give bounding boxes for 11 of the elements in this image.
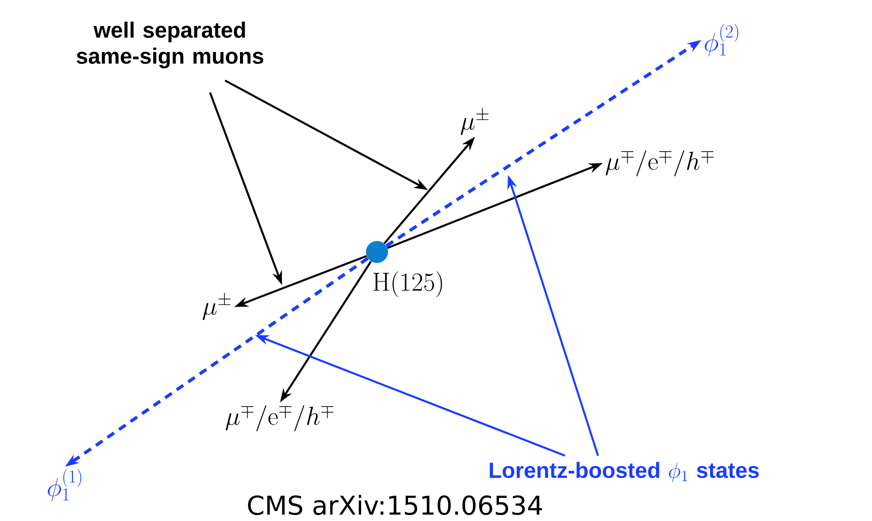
particle-label: $\mu^{\pm}$	[202, 292, 230, 320]
particle-label: $\mu^{\mp}/\mathrm{e}^{\mp}/h^{\mp}$	[226, 405, 334, 432]
annotation-text: well separated same-sign muons	[76, 22, 264, 68]
node-caption: $\mathrm{H}(125)$	[374, 271, 442, 298]
particle-label: $\mu^{\mp}/\mathrm{e}^{\mp}/h^{\mp}$	[606, 150, 714, 176]
particle-label: $\mu^{\pm}$	[460, 108, 488, 136]
particle-label: $\phi_1^{(1)}$	[48, 468, 82, 502]
source-note: CMS arXiv:1510.06534	[248, 494, 542, 516]
particle-label: $\phi_1^{(2)}$	[704, 24, 738, 56]
annotation-text: Lorentz-boosted $\phi_1$ states	[490, 462, 759, 482]
vertex-dot	[366, 241, 388, 263]
